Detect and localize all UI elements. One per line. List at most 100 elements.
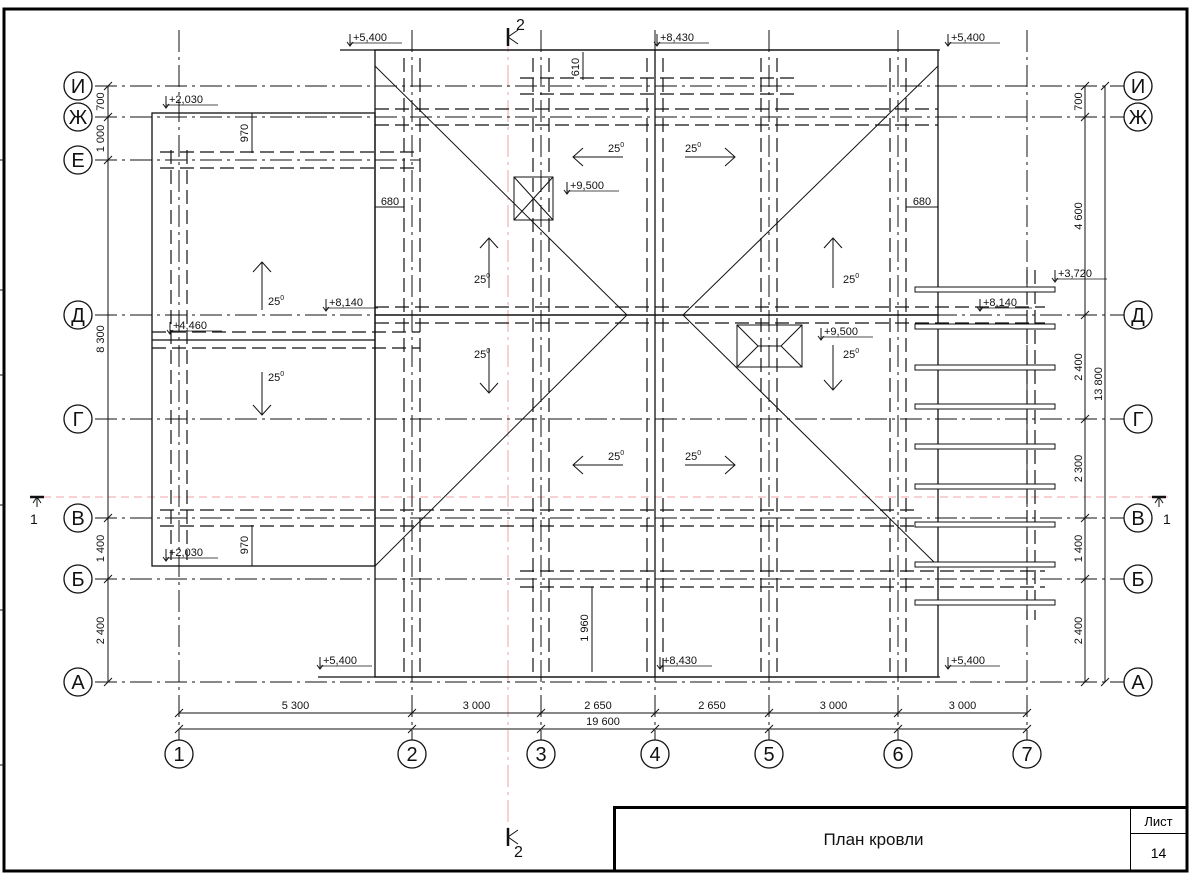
dimension-tick [893,724,903,734]
elevation-label: +9,500 [570,180,604,192]
axis-bubble-column [397,739,427,769]
slope-label: 250 [268,295,284,308]
slope-label: 250 [268,371,284,384]
axis-bubble-row-label: Ж [69,107,88,129]
axis-bubble-row-label: И [1131,76,1145,98]
axis-bubble-row [63,300,93,330]
dimension-label: 1 000 [95,125,107,153]
dimension-label: 8 300 [95,325,107,353]
elevation-label: +8,430 [660,32,694,44]
dimension-total-label: 19 600 [586,716,620,728]
dimension-total-label: 13 800 [1093,367,1105,401]
dimension-tick [650,708,660,718]
dimension-tick [893,708,903,718]
axis-bubble-row [63,71,93,101]
dimension-tick [764,724,774,734]
elevation-label: +3,720 [1058,268,1092,280]
axis-bubble-column-label: 7 [1021,744,1032,766]
arrow-left-icon [572,455,584,475]
arrow-down-icon [823,379,843,391]
elevation-label: +4,460 [173,320,207,332]
section-2-label-bottom: 2 [514,844,523,861]
elevation-label: +8,140 [329,297,363,309]
section-arrow-icon [507,829,519,845]
axis-bubble-row [1123,564,1153,594]
axis-bubble-row [63,404,93,434]
axis-bubble-row-label: В [1131,508,1144,530]
elevation-label: +5,400 [951,655,985,667]
section-2-label-top: 2 [516,17,525,34]
axis-bubble-row [63,503,93,533]
title-block: План кровли Лист 14 [613,806,1186,870]
stair-tread [914,483,1056,490]
arrow-down-icon [252,404,272,416]
dimension-label: 970 [239,536,251,554]
stair-tread [914,286,1056,293]
axis-bubble-row-label: Б [71,569,84,591]
dimension-tick [407,708,417,718]
dimension-tick [1080,112,1090,122]
sheet-cell: Лист 14 [1130,809,1186,870]
section-arrow-icon [32,496,42,507]
sheet-label: Лист [1131,809,1186,834]
axis-bubble-row [63,145,93,175]
dimension-tick [103,112,113,122]
axis-bubble-column [526,739,556,769]
axis-bubble-row [63,564,93,594]
axis-bubble-row [1123,503,1153,533]
hip-lines-right [682,65,939,567]
chimney-1 [513,176,554,221]
arrow-down-icon [479,382,499,394]
dimension-tick [103,574,113,584]
axis-bubble-row-label: В [71,508,84,530]
axis-bubble-column-label: 3 [535,744,546,766]
axis-bubble-row-label: А [71,672,85,694]
axis-bubble-row-label: Е [71,150,84,172]
elevation-label: +2,030 [169,94,203,106]
axis-bubble-column [164,739,194,769]
elevation-label: +5,400 [951,32,985,44]
axis-bubble-column [1012,739,1042,769]
stair-tread [914,403,1056,410]
dimension-tick [1080,414,1090,424]
axis-bubble-row [1123,300,1153,330]
dimension-label: 2 400 [1073,353,1085,381]
stair-tread [914,561,1056,568]
dimension-label: 1 400 [95,535,107,563]
dimension-tick [407,724,417,734]
chimney-2 [736,324,803,368]
dimension-tick [1022,708,1032,718]
dimension-tick [1022,724,1032,734]
stair-tread [914,364,1056,371]
dimension-label: 2 650 [584,700,612,712]
dimension-tick [536,724,546,734]
elevation-label: +5,400 [323,655,357,667]
dimension-tick [650,724,660,734]
dimension-label: 3 000 [949,700,977,712]
stair-tread [914,323,1056,330]
dimension-label: 700 [95,92,107,110]
axis-bubble-row [63,667,93,697]
dimension-label: 1 960 [579,614,591,642]
slope-label: 250 [685,450,701,463]
section-arrow-icon [507,29,519,45]
axis-bubble-row [63,102,93,132]
axis-bubble-row-label: Ж [1129,107,1148,129]
axis-bubble-row-label: Б [1131,569,1144,591]
dimension-label: 610 [570,58,582,76]
dimension-label: 700 [1073,92,1085,110]
dimension-tick [1080,677,1090,687]
axis-bubble-row-label: Г [73,409,84,431]
dimension-tick [1080,574,1090,584]
main-roof-outline [374,49,939,678]
dimension-tick [1080,513,1090,523]
axis-bubble-column [883,739,913,769]
slope-label: 250 [474,273,490,286]
dimension-label: 2 650 [698,700,726,712]
dimension-label: 4 600 [1073,202,1085,230]
section-1-label-right: 1 [1163,511,1171,527]
dimension-tick [1100,81,1110,91]
slope-label: 250 [608,142,624,155]
elevation-label: +9,500 [824,326,858,338]
